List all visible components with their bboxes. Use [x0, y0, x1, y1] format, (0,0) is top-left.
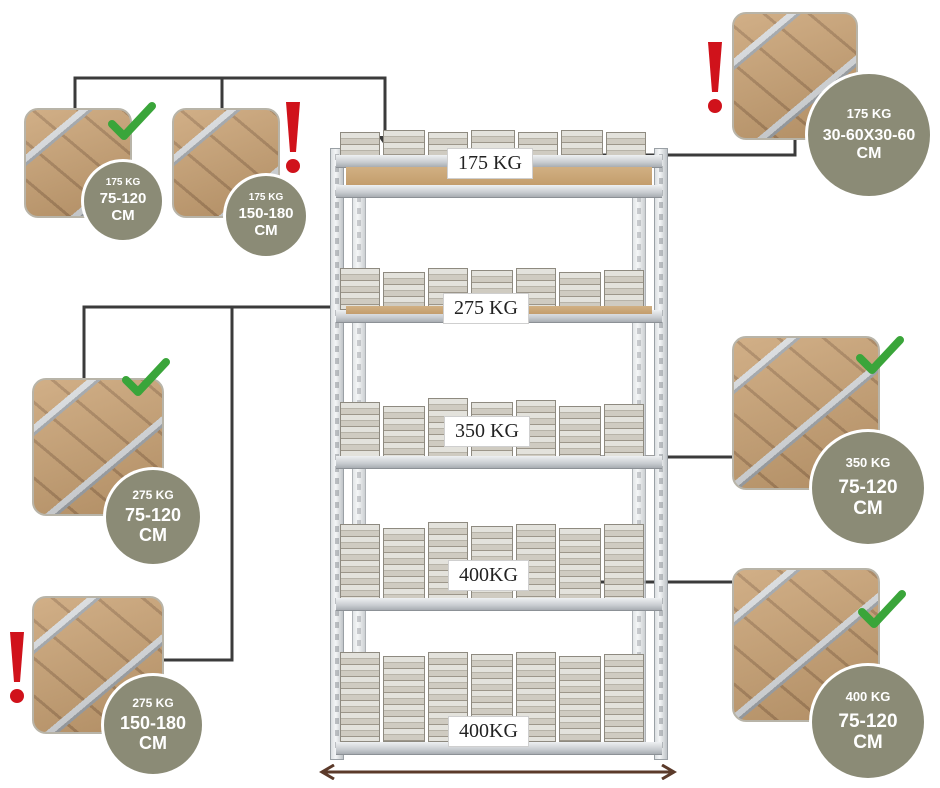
- callout-6-weight: 350 KG: [845, 455, 891, 471]
- callout-4-badge: 275 KG 75-120 CM: [106, 470, 200, 564]
- exclamation-icon: [708, 42, 722, 113]
- callout-7-dimensions: 75-120 CM: [838, 711, 898, 754]
- callout-7-badge: 400 KG 75-120 CM: [812, 666, 924, 778]
- callout-6-dimensions: 75-120 CM: [838, 477, 898, 520]
- shelf-beam-4: [336, 598, 662, 610]
- shelf-load-label-4: 400KG: [448, 560, 529, 591]
- rack-post-back-right: [632, 190, 646, 750]
- check-icon: [122, 358, 170, 396]
- check-icon: [858, 590, 906, 628]
- callout-2-detail-photo: [172, 108, 280, 218]
- callout-2-badge: 175 KG 150-180 CM: [226, 176, 306, 256]
- callout-4-dimensions: 75-120 CM: [124, 505, 182, 546]
- callout-5-weight: 275 KG: [132, 695, 174, 710]
- callout-2-dimensions: 150-180 CM: [238, 205, 294, 240]
- double-arrow-icon: [319, 764, 677, 780]
- exclamation-icon: [286, 102, 300, 173]
- callout-3-badge: 175 KG 30-60X30-60 CM: [808, 74, 930, 196]
- callout-1-badge: 175 KG 75-120 CM: [84, 162, 162, 240]
- shelf-beam-5: [336, 742, 662, 754]
- exclamation-icon: [10, 632, 24, 703]
- callout-2-weight: 175 KG: [248, 192, 284, 204]
- callout-6-badge: 350 KG 75-120 CM: [812, 432, 924, 544]
- callout-6-detail-photo: [732, 336, 880, 490]
- callout-5-badge: 275 KG 150-180 CM: [104, 676, 202, 774]
- check-icon: [108, 102, 156, 140]
- shelf-beam-3: [336, 456, 662, 468]
- callout-3-weight: 175 KG: [846, 105, 892, 121]
- callout-7-weight: 400 KG: [845, 689, 891, 705]
- callout-5-dimensions: 150-180 CM: [119, 713, 187, 754]
- shelf-load-1: [340, 130, 646, 156]
- callout-4-weight: 275 KG: [132, 487, 174, 502]
- shelf-load-label-5: 400KG: [448, 716, 529, 747]
- shelf-load-5: [340, 652, 644, 742]
- callout-1-weight: 175 KG: [105, 177, 141, 189]
- callout-3-dimensions: 30-60X30-60 CM: [822, 127, 916, 163]
- check-icon: [856, 336, 904, 374]
- rack-post-front-right: [654, 148, 668, 760]
- shelf-load-label-2: 275 KG: [443, 293, 529, 324]
- rack-post-back-left: [352, 190, 366, 750]
- shelf-load-label-1: 175 KG: [447, 148, 533, 179]
- callout-1-dimensions: 75-120 CM: [99, 190, 147, 225]
- shelf-load-label-3: 350 KG: [444, 416, 530, 447]
- shelf-load-2: [340, 268, 644, 310]
- shelf-load-3: [340, 398, 644, 458]
- shelf-beam-1-rear: [336, 185, 662, 197]
